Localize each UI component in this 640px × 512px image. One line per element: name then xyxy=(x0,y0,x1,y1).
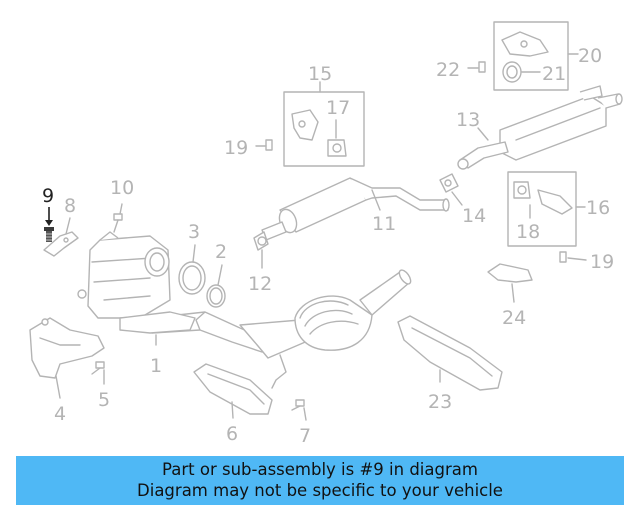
bolt-9-highlighted xyxy=(44,207,54,242)
front-converter xyxy=(77,231,196,334)
bolt-19-lower xyxy=(559,251,567,263)
callout-22: 22 xyxy=(436,59,460,81)
hanger-rod xyxy=(271,354,287,389)
callout-1: 1 xyxy=(150,355,162,377)
bolt-7 xyxy=(291,399,305,411)
banner-line-1: Part or sub-assembly is #9 in diagram xyxy=(162,460,478,479)
clamp-12 xyxy=(253,231,269,251)
callout-numbers: 1 2 3 4 5 6 7 8 9 10 11 12 13 14 15 16 1… xyxy=(42,45,614,447)
callout-14: 14 xyxy=(462,205,486,227)
callout-8: 8 xyxy=(64,195,76,217)
callout-9-highlight: 9 xyxy=(42,185,54,207)
info-banner: Part or sub-assembly is #9 in diagram Di… xyxy=(16,456,624,505)
callout-17: 17 xyxy=(326,97,350,119)
callout-16: 16 xyxy=(586,197,610,219)
callout-5: 5 xyxy=(98,389,110,411)
callout-18: 18 xyxy=(516,221,540,243)
banner-line-2: Diagram may not be specific to your vehi… xyxy=(137,481,503,500)
callout-12: 12 xyxy=(248,273,272,295)
callout-10: 10 xyxy=(110,177,134,199)
callout-20: 20 xyxy=(578,45,602,67)
callout-19-lower: 19 xyxy=(590,251,614,273)
bracket-24 xyxy=(487,263,533,283)
bolt-10 xyxy=(113,213,123,233)
callout-23: 23 xyxy=(428,391,452,413)
callout-box-16 xyxy=(507,171,577,247)
bolt-22 xyxy=(478,61,486,73)
callout-box-20 xyxy=(493,21,569,91)
heat-shield-23 xyxy=(397,315,503,391)
callout-13: 13 xyxy=(456,109,480,131)
rear-muffler xyxy=(457,85,623,170)
callout-4: 4 xyxy=(54,403,66,425)
callout-19-upper: 19 xyxy=(224,137,248,159)
callout-6: 6 xyxy=(226,423,238,445)
leader-lines xyxy=(55,53,587,421)
catalytic-converter xyxy=(294,269,412,351)
heat-shield-6 xyxy=(193,363,273,415)
heat-shield-bracket-4 xyxy=(29,317,105,379)
clamp-14 xyxy=(439,173,459,193)
bolt-5 xyxy=(91,361,105,375)
callout-box-15 xyxy=(283,91,365,167)
callout-21: 21 xyxy=(542,63,566,85)
bracket-8 xyxy=(43,231,79,257)
resonator-muffler xyxy=(261,177,450,241)
callout-7: 7 xyxy=(299,425,311,447)
bolt-19-upper xyxy=(265,139,273,151)
callout-3: 3 xyxy=(188,221,200,243)
callout-15: 15 xyxy=(308,63,332,85)
callout-2: 2 xyxy=(215,241,227,263)
callout-11: 11 xyxy=(372,213,396,235)
gasket-rings xyxy=(178,261,226,308)
callout-24: 24 xyxy=(502,307,526,329)
